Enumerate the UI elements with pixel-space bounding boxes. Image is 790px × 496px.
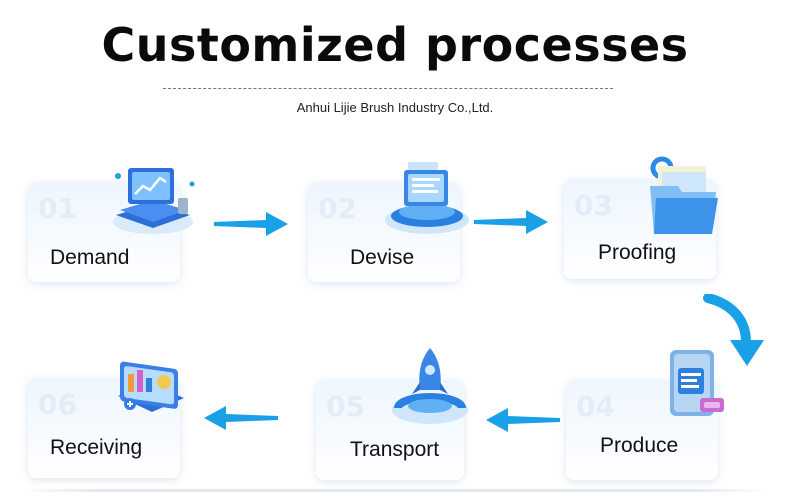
- step-number: 01: [38, 192, 77, 225]
- step-label: Demand: [50, 246, 130, 269]
- step-label: Transport: [350, 438, 440, 461]
- curved-arrow-down-icon: [703, 294, 764, 366]
- laptop-chart-icon: [113, 168, 195, 234]
- step-label: Devise: [350, 246, 415, 269]
- company-subtitle: Anhui Lijie Brush Industry Co.,Ltd.: [296, 100, 494, 115]
- rocket-icon: [392, 348, 468, 424]
- arrow-left-icon: [204, 406, 278, 430]
- step-number: 05: [326, 390, 365, 423]
- step-number: 03: [574, 189, 613, 222]
- step-number: 02: [318, 192, 357, 225]
- step-number: 04: [576, 390, 615, 423]
- step-label: Receiving: [50, 436, 143, 459]
- step-label: Proofing: [598, 241, 677, 264]
- document-card-icon: [670, 350, 724, 416]
- step-label: Produce: [600, 434, 679, 457]
- step-number: 06: [38, 388, 77, 421]
- arrow-left-icon: [486, 408, 560, 432]
- arrow-right-icon: [474, 210, 548, 234]
- folder-files-icon: [650, 156, 718, 234]
- dashboard-chart-icon: [118, 361, 184, 412]
- dashed-divider: [163, 88, 613, 89]
- page-title: Customized processes: [101, 18, 689, 72]
- arrow-right-icon: [214, 212, 288, 236]
- design-platform-icon: [385, 162, 469, 234]
- bottom-divider: [20, 489, 770, 492]
